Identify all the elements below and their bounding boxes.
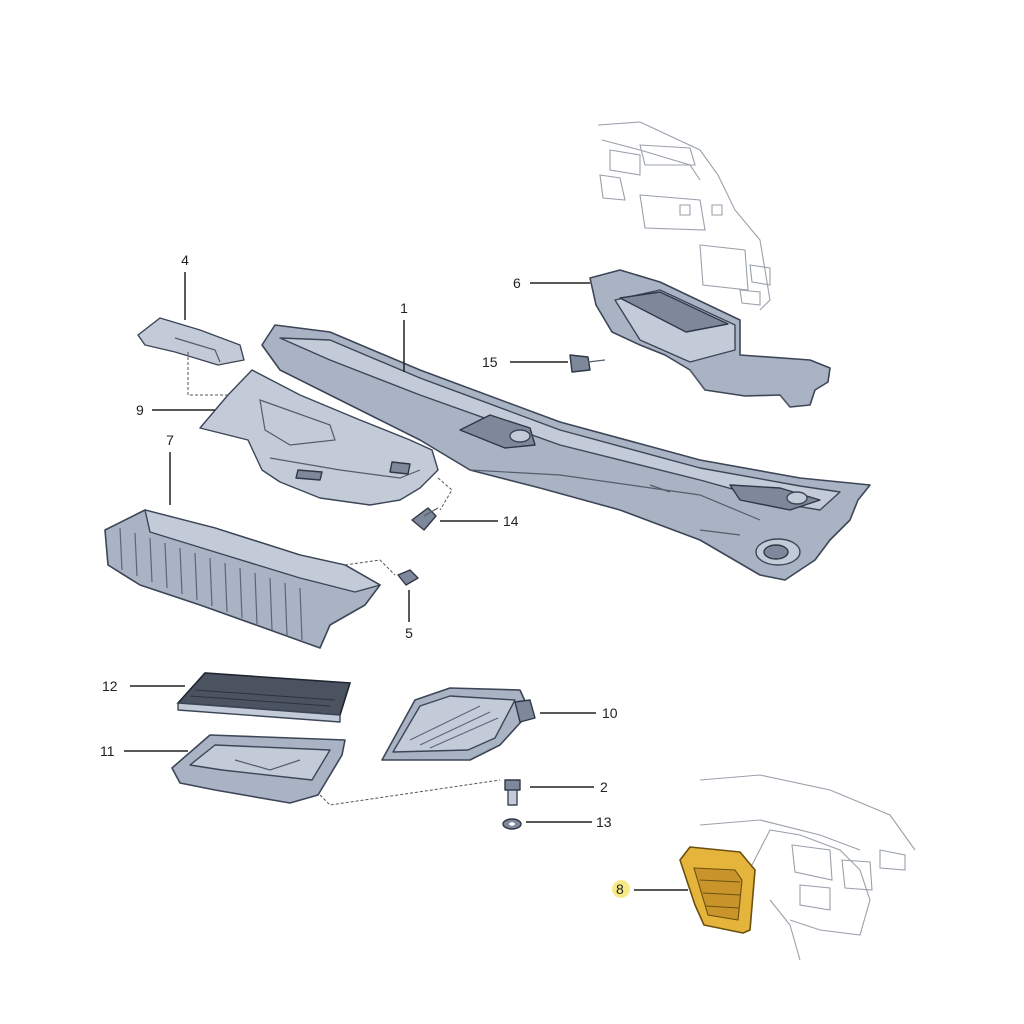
assembly-line-4-9 [187, 352, 228, 396]
leader-lines [124, 272, 688, 891]
callout-2: 2 [600, 779, 608, 795]
part-8-highlighted-cover [679, 846, 756, 934]
assembly-line-5 [344, 559, 396, 576]
callout-labels: 1 2 4 5 6 7 8 9 10 11 12 13 14 15 [100, 252, 624, 897]
callout-10: 10 [602, 705, 618, 721]
part-1-plenum-panel [261, 324, 871, 581]
part-2-bolt [504, 779, 521, 806]
part-7-ribbed-cover [104, 509, 381, 649]
assembly-line-11-10 [319, 779, 501, 806]
callout-8-highlight [612, 880, 630, 898]
callout-8: 8 [616, 881, 624, 897]
callout-9: 9 [136, 402, 144, 418]
part-10-filter-cover [381, 687, 536, 761]
part-13-washer [502, 818, 522, 830]
part-4-cover [137, 317, 245, 366]
callout-6: 6 [513, 275, 521, 291]
callout-14: 14 [503, 513, 519, 529]
part-6-intake-duct [589, 269, 831, 408]
part-5-clip [397, 569, 419, 586]
callout-13: 13 [596, 814, 612, 830]
callout-1: 1 [400, 300, 408, 316]
callout-5: 5 [405, 625, 413, 641]
part-15-screw [569, 354, 606, 373]
part-12-filter [176, 672, 352, 723]
callout-4: 4 [181, 252, 189, 268]
callout-12: 12 [102, 678, 118, 694]
callout-7: 7 [166, 432, 174, 448]
part-9-left-cover [199, 369, 439, 506]
vehicle-detail-sketch-bottom [699, 774, 916, 961]
part-14-screw [411, 507, 439, 531]
callout-15: 15 [482, 354, 498, 370]
part-11-housing [171, 734, 346, 804]
callout-11: 11 [100, 743, 115, 759]
assembly-line-14 [437, 477, 453, 511]
vehicle-detail-sketch-top [597, 121, 771, 311]
